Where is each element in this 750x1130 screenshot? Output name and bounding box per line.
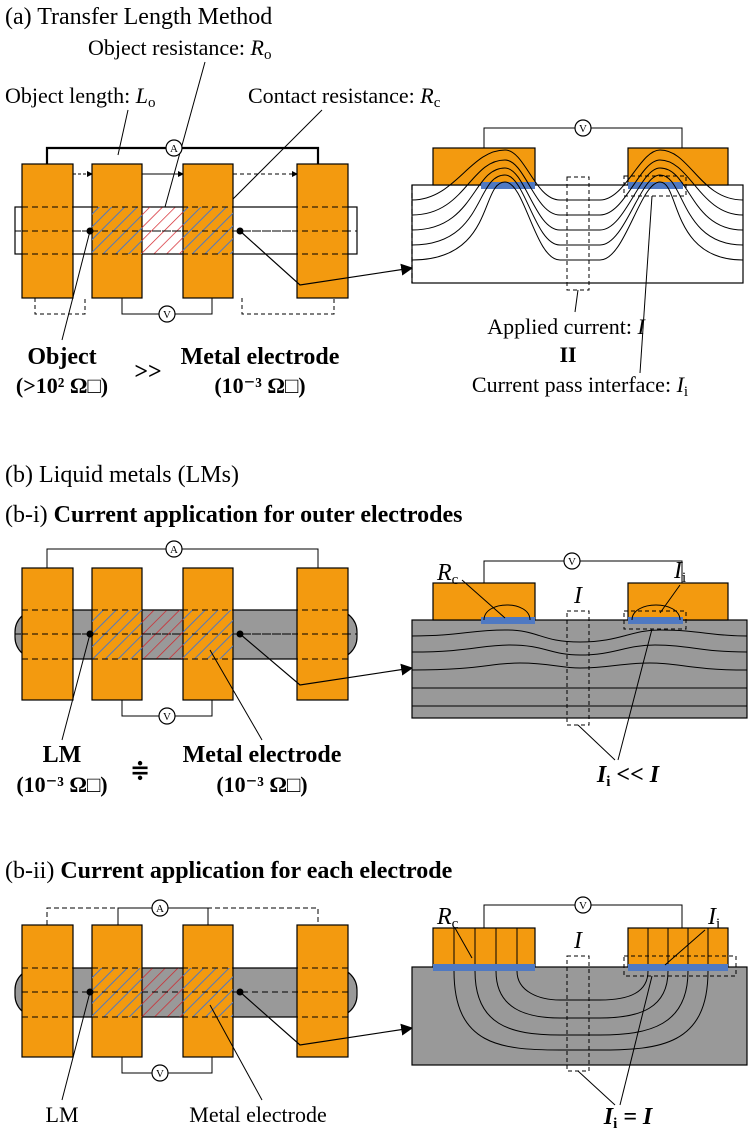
- object-name: Object: [27, 344, 96, 370]
- ii-label-bi: Ii: [673, 558, 686, 586]
- i-label-bi: I: [573, 583, 583, 609]
- object-resistance-label: Object resistance: Ro: [88, 35, 271, 63]
- electrode-value: (10⁻³ Ω□): [214, 373, 305, 398]
- contact-resistance-label: Contact resistance: Rc: [248, 83, 441, 111]
- bi-relation: Ii << I: [596, 762, 661, 790]
- panel-a: (a) Transfer Length Method Object resist…: [5, 4, 744, 400]
- bi-electrode-name: Metal electrode: [183, 742, 342, 768]
- object-value: (>10² Ω□): [16, 373, 108, 398]
- voltmeter-icon-bi: [158, 707, 176, 725]
- svg-text:V: V: [163, 711, 171, 723]
- ii-label-bii: Ii: [707, 904, 720, 932]
- equals-sign: II: [559, 342, 576, 367]
- lm-cross-section-bii: [411, 966, 748, 1066]
- applied-current-label: Applied current: I: [487, 314, 646, 339]
- bi-electrode-value: (10⁻³ Ω□): [216, 772, 307, 797]
- svg-text:V: V: [579, 123, 587, 135]
- panel-bii: (b-ii) Current application for each elec…: [5, 858, 748, 1130]
- bii-lm-label: LM: [46, 1102, 79, 1127]
- electrode-name: Metal electrode: [181, 344, 340, 370]
- svg-text:V: V: [568, 556, 576, 568]
- panel-bii-title: (b-ii) Current application for each elec…: [5, 858, 453, 884]
- bii-relation: Ii = I: [603, 1104, 654, 1130]
- voltmeter-icon-zoom: [574, 119, 592, 137]
- i-label-bii: I: [573, 928, 583, 954]
- object-cross-section: [411, 184, 744, 284]
- svg-text:V: V: [579, 900, 587, 912]
- rc-label-bii: Rc: [436, 904, 459, 932]
- bii-electrode-label: Metal electrode: [189, 1102, 326, 1127]
- panel-b: (b) Liquid metals (LMs) (b-i) Current ap…: [5, 462, 748, 797]
- interface-current-label: Current pass interface: Ii: [472, 372, 688, 400]
- ammeter-icon-bii: [151, 899, 169, 917]
- svg-text:A: A: [156, 903, 164, 915]
- panel-bi-title: (b-i) Current application for outer elec…: [5, 502, 463, 528]
- ammeter-icon: [165, 139, 183, 157]
- panel-a-title: (a) Transfer Length Method: [5, 4, 272, 30]
- ammeter-icon-bi: [165, 540, 183, 558]
- lm-value: (10⁻³ Ω□): [16, 772, 107, 797]
- lm-name: LM: [43, 742, 82, 768]
- svg-text:V: V: [163, 309, 171, 321]
- voltmeter-icon: [158, 305, 176, 323]
- panel-b-title: (b) Liquid metals (LMs): [5, 462, 239, 488]
- interface-blue: [628, 182, 683, 189]
- voltmeter-icon-bii: [151, 1064, 169, 1082]
- lm-cross-section-bi: [411, 619, 748, 719]
- rc-label-bi: Rc: [436, 560, 459, 588]
- comparison-sign: >>: [134, 359, 161, 385]
- svg-text:V: V: [156, 1068, 164, 1080]
- svg-text:A: A: [170, 143, 178, 155]
- svg-text:A: A: [170, 544, 178, 556]
- object-length-label: Object length: Lo: [5, 83, 156, 111]
- approx-sign: ≑: [130, 758, 150, 784]
